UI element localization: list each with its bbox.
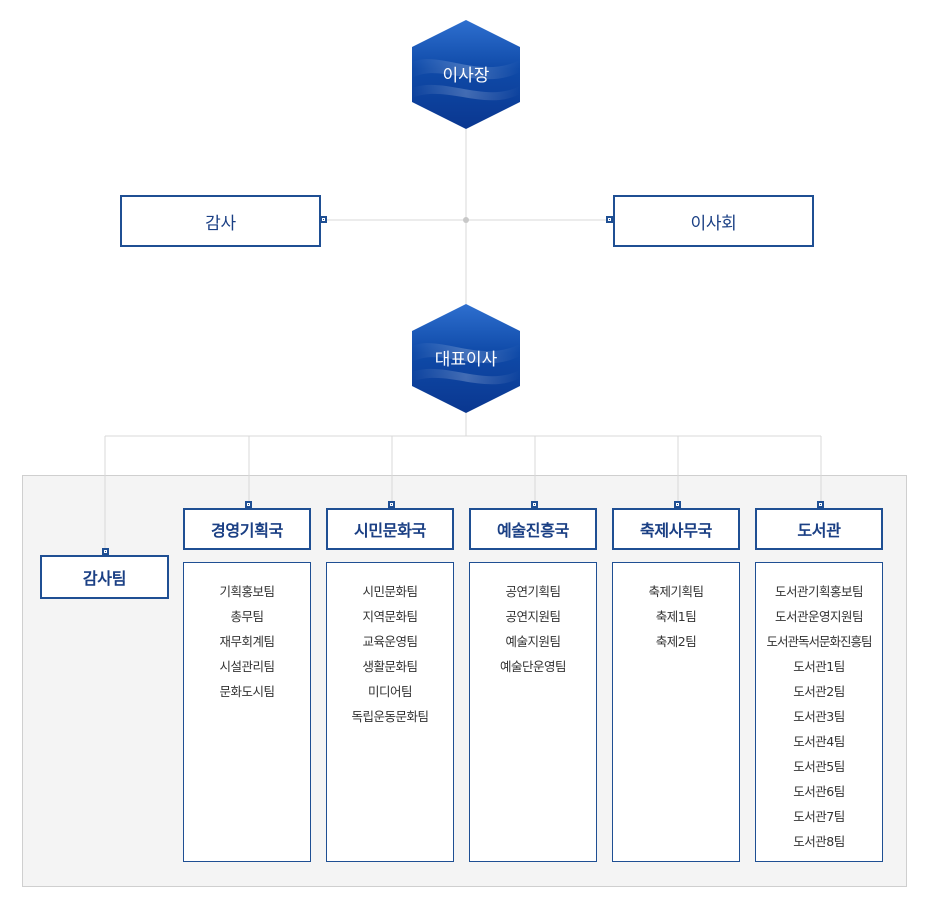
ceo-node: 대표이사	[412, 304, 520, 413]
department-header: 예술진흥국	[469, 508, 597, 550]
team-item: 예술단운영팀	[499, 659, 567, 674]
team-item: 공연지원팀	[505, 609, 561, 624]
department-name: 축제사무국	[639, 521, 713, 540]
board-connector-dot	[606, 216, 613, 223]
team-list: 공연기획팀 공연지원팀 예술지원팀 예술단운영팀	[469, 562, 597, 862]
team-item: 도서관2팀	[793, 684, 845, 699]
junction-dot	[463, 217, 469, 223]
team-list: 축제기획팀 축제1팀 축제2팀	[612, 562, 740, 862]
team-item: 시설관리팀	[219, 659, 275, 674]
department-header: 경영기획국	[183, 508, 311, 550]
department-connector-dot	[388, 501, 395, 508]
department-connector-dot	[674, 501, 681, 508]
team-item: 총무팀	[230, 609, 264, 624]
department-header: 축제사무국	[612, 508, 740, 550]
team-item: 재무회계팀	[219, 634, 275, 649]
team-item: 도서관3팀	[793, 709, 845, 724]
department-name: 예술진흥국	[496, 521, 570, 540]
team-item: 도서관5팀	[793, 759, 845, 774]
team-item: 시민문화팀	[362, 584, 418, 599]
team-item: 도서관운영지원팀	[774, 609, 864, 624]
team-item: 축제기획팀	[648, 584, 704, 599]
team-item: 예술지원팀	[505, 634, 561, 649]
chairman-label: 이사장	[443, 66, 490, 86]
audit-team-label: 감사팀	[82, 569, 127, 588]
department-connector-dot	[245, 501, 252, 508]
department-connector-dot	[531, 501, 538, 508]
department-name: 도서관	[797, 521, 841, 540]
team-list: 기획홍보팀 총무팀 재무회계팀 시설관리팀 문화도시팀	[183, 562, 311, 862]
department-name: 경영기획국	[210, 521, 284, 540]
connector-lines	[104, 128, 822, 552]
team-item: 도서관7팀	[793, 809, 845, 824]
department-name: 시민문화국	[353, 521, 427, 540]
auditor-label: 감사	[205, 213, 236, 234]
team-item: 도서관4팀	[793, 734, 845, 749]
ceo-label: 대표이사	[435, 350, 498, 370]
board-label: 이사회	[690, 213, 737, 234]
team-item: 공연기획팀	[505, 584, 561, 599]
team-item: 미디어팀	[367, 684, 413, 699]
department-header: 도서관	[755, 508, 883, 550]
audit-team-connector-dot	[102, 548, 109, 555]
team-list: 시민문화팀 지역문화팀 교육운영팀 생활문화팀 미디어팀 독립운동문화팀	[326, 562, 454, 862]
team-item: 도서관독서문화진흥팀	[766, 634, 872, 649]
team-list: 도서관기획홍보팀 도서관운영지원팀 도서관독서문화진흥팀 도서관1팀 도서관2팀…	[755, 562, 883, 862]
team-item: 지역문화팀	[362, 609, 418, 624]
chairman-node: 이사장	[412, 20, 520, 129]
team-item: 축제1팀	[655, 609, 697, 624]
audit-team-box: 감사팀	[40, 555, 169, 599]
team-item: 생활문화팀	[362, 659, 418, 674]
auditor-connector-dot	[320, 216, 327, 223]
team-item: 문화도시팀	[219, 684, 275, 699]
team-item: 도서관1팀	[793, 659, 845, 674]
team-item: 독립운동문화팀	[351, 709, 429, 724]
team-item: 도서관8팀	[793, 834, 845, 849]
department-connector-dot	[817, 501, 824, 508]
department-header: 시민문화국	[326, 508, 454, 550]
team-item: 도서관6팀	[793, 784, 845, 799]
board-box: 이사회	[613, 195, 814, 247]
auditor-box: 감사	[120, 195, 321, 247]
team-item: 기획홍보팀	[219, 584, 275, 599]
team-item: 교육운영팀	[362, 634, 418, 649]
team-item: 도서관기획홍보팀	[774, 584, 864, 599]
team-item: 축제2팀	[655, 634, 697, 649]
